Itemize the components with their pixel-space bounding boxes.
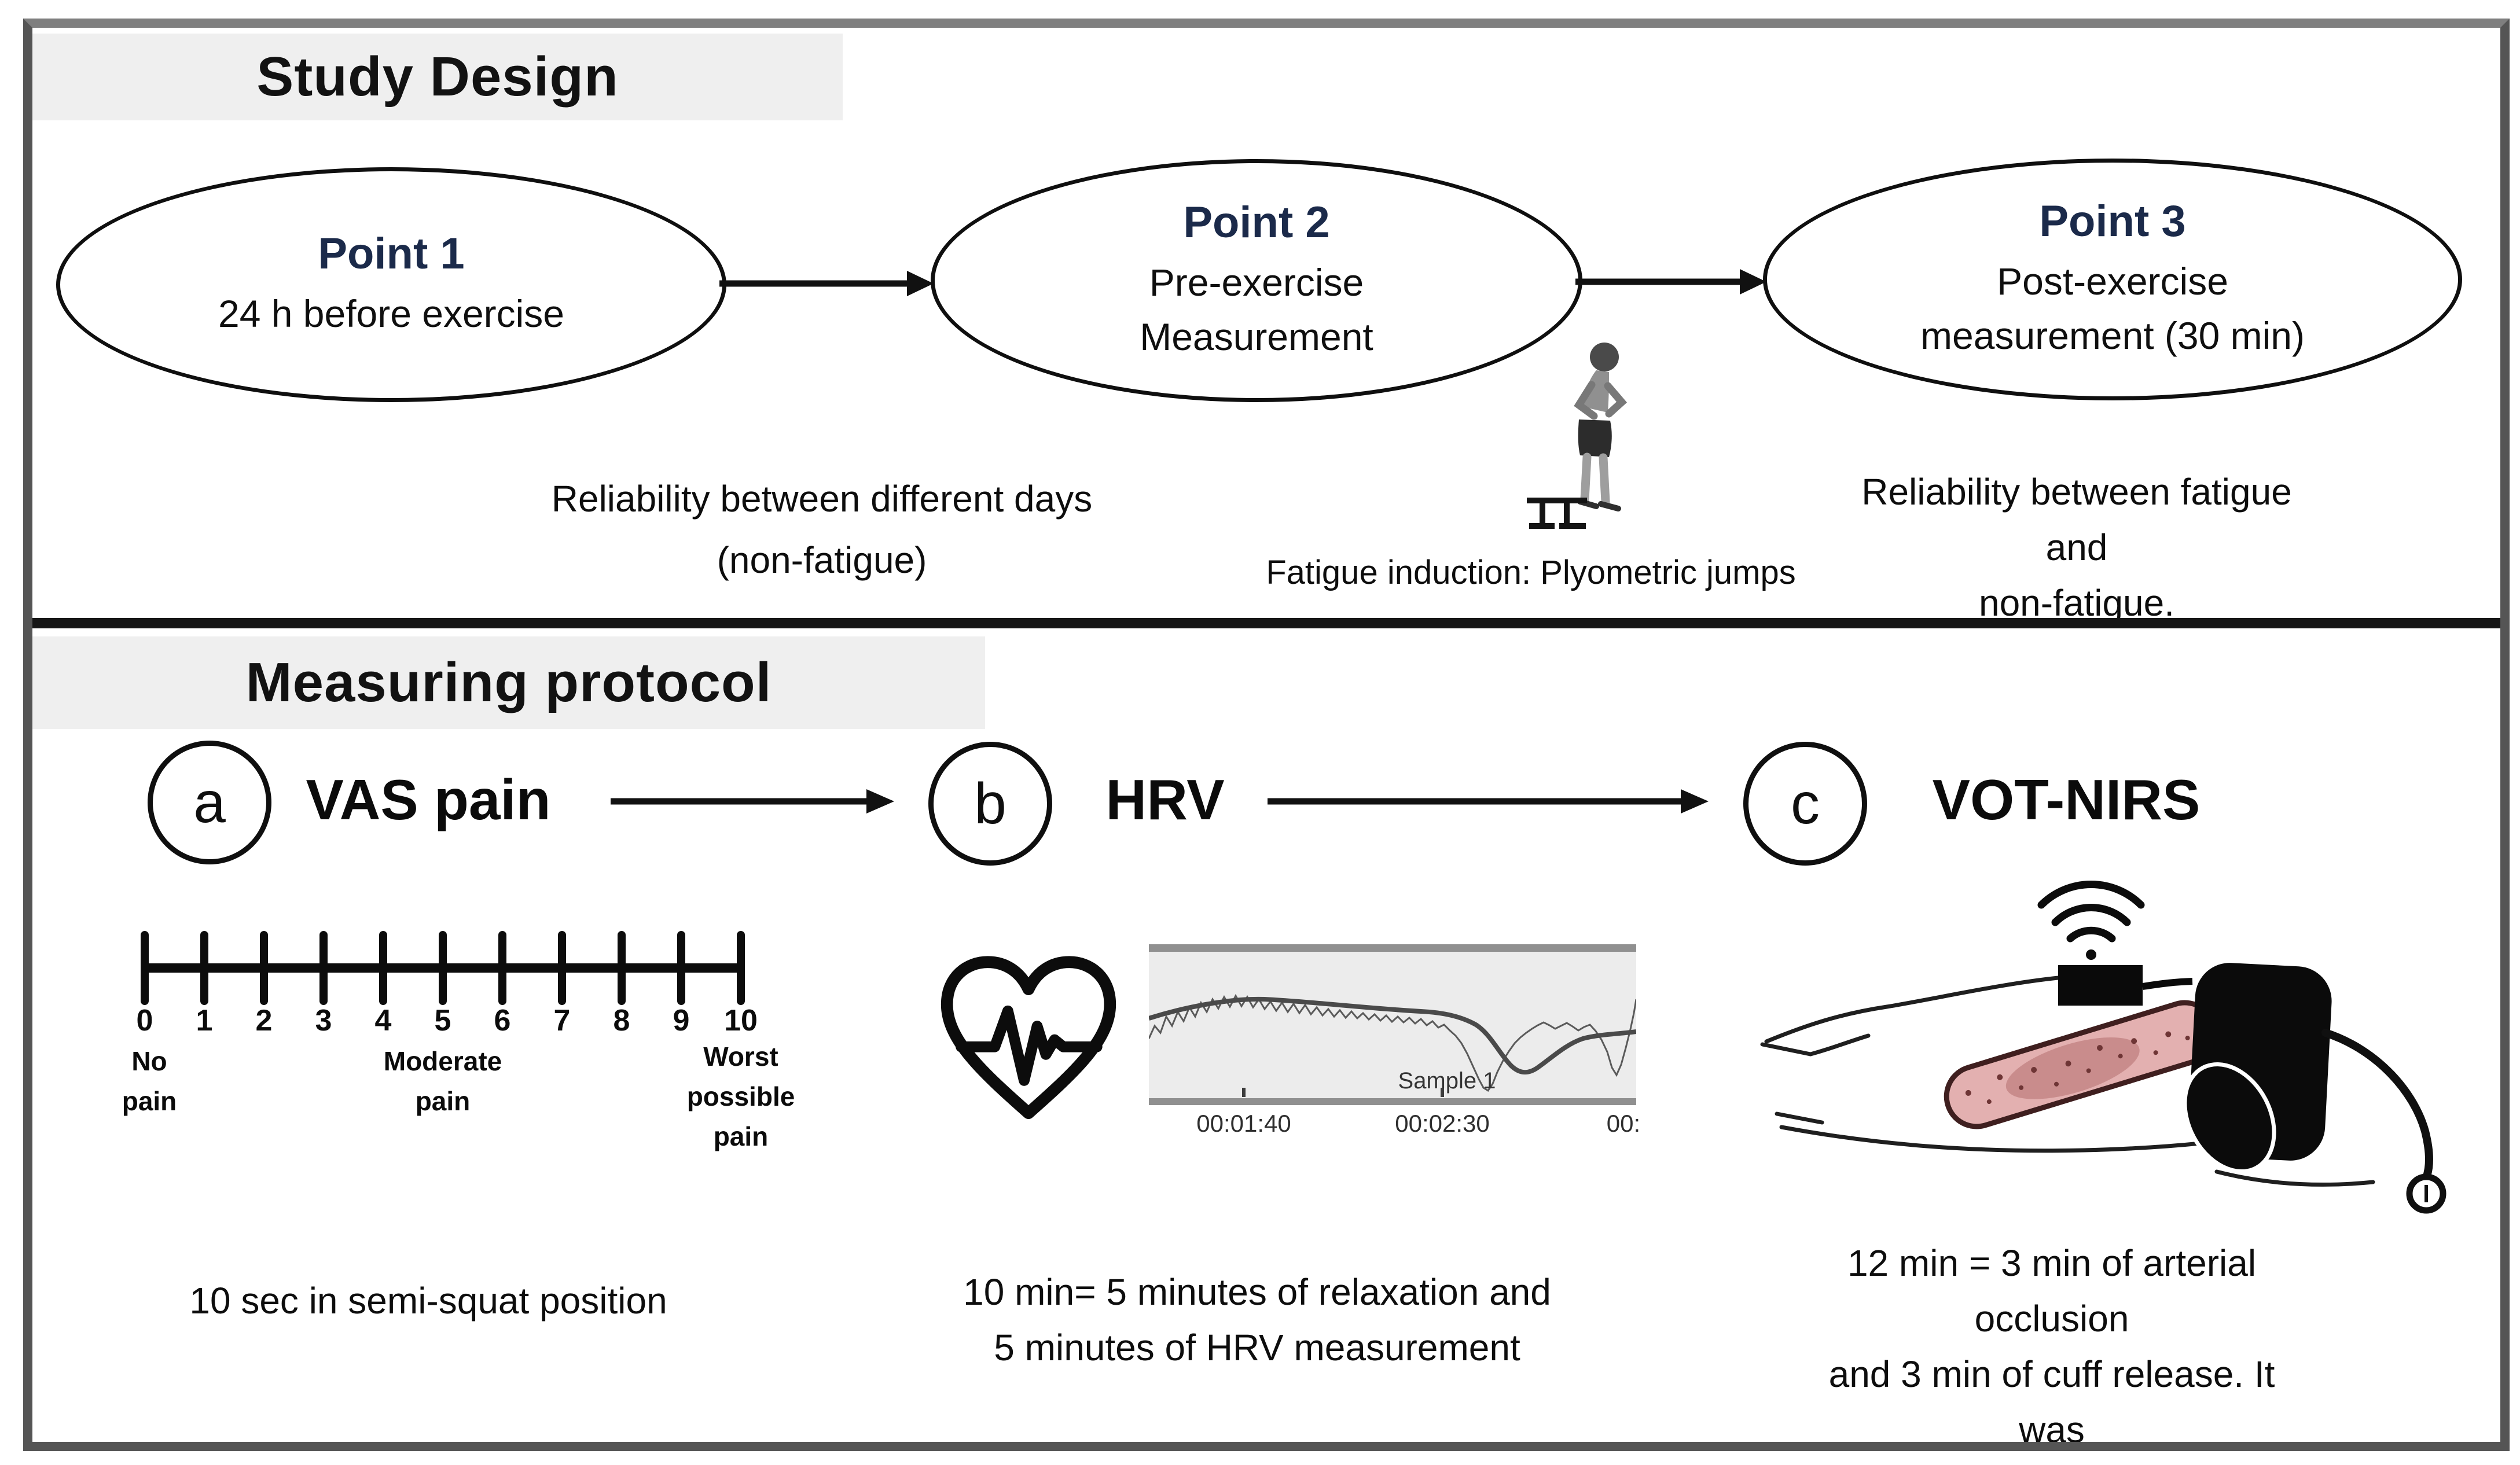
hrv-wave [1149,993,1636,1092]
reliability-days-line2: (non-fatigue) [717,539,927,581]
step-b-label: HRV [1105,768,1225,831]
reliability-days-note: Reliability between different days (non-… [552,469,1092,591]
step-b-circle: b [928,742,1052,866]
point3-ellipse: Point 3 Post-exercise measurement (30 mi… [1763,159,2462,400]
step-b-letter: b [974,771,1006,836]
vas-tick-2: 2 [255,1004,273,1037]
point2-title: Point 2 [1183,197,1330,247]
hrv-chart-top-bar [1149,944,1636,952]
arrow-a-b-icon [611,789,894,814]
vas-anchor-no-pain: No pain [122,1046,177,1116]
vas-tick-10: 10 [724,1004,758,1037]
step-a-letter: a [193,770,226,835]
arrow-b-c-icon [1268,789,1709,814]
hrv-caption: 10 min= 5 minutes of relaxation and 5 mi… [963,1271,1551,1368]
hrv-chart-tick [1242,1088,1246,1097]
vas-anchor-moderate-pain: Moderate pain [383,1046,502,1116]
point1-line: 24 h before exercise [218,292,565,335]
point1-ellipse: Point 1 24 h before exercise [56,167,726,402]
arrow-point2-point3-icon [1575,269,1766,295]
hrv-chart-bottom-bar [1149,1098,1636,1105]
vas-tick-3: 3 [315,1004,332,1037]
vas-ruler [141,931,745,1005]
hrv-tachogram-chart [1149,952,1636,1098]
pump-bulb-icon [2183,1062,2276,1174]
hurdle-icon [1527,498,1587,529]
reliability-fatigue-note: Reliability between fatigue and non-fati… [1855,464,2298,631]
point3-line2: measurement (30 min) [1920,314,2305,357]
vas-tick-9: 9 [673,1004,690,1037]
section-divider [25,618,2507,628]
vas-tick-4: 4 [374,1004,392,1037]
study-design-header-band: Study Design [32,34,843,120]
point2-ellipse: Point 2 Pre-exercise Measurement [931,159,1582,402]
vot-nirs-illustration [1760,881,2446,1214]
hrv-time-label-3: 00: [1606,1110,1641,1137]
vas-tick-6: 6 [494,1004,511,1037]
hrv-trend-line [1149,996,1636,1075]
vas-anchor-worst-pain: Worst possible pain [686,1041,795,1151]
step-a-circle: a [148,741,271,864]
point2-line2: Measurement [1140,315,1373,358]
vas-caption: 10 sec in semi-squat position [189,1280,667,1322]
study-design-title: Study Design [256,46,619,108]
hrv-chart-tick [1441,1088,1444,1097]
blood-vessel [1944,1000,2218,1129]
point2-line1: Pre-exercise [1149,260,1364,304]
vas-tick-7: 7 [553,1004,571,1037]
nirs-device-box [2058,965,2193,1006]
wifi-icon [2037,881,2145,960]
vas-tick-5: 5 [434,1004,451,1037]
reliability-fatigue-line2: non-fatigue. [1978,582,2175,624]
hrv-time-label-2: 00:02:30 [1395,1110,1490,1137]
step-c-circle: c [1743,742,1867,866]
vas-tick-0: 0 [136,1004,153,1037]
pump-tube [2321,1029,2433,1182]
vas-tick-1: 1 [196,1004,213,1037]
point3-title: Point 3 [2039,196,2186,246]
reliability-fatigue-line1: Reliability between fatigue and [1861,471,2292,568]
measuring-protocol-header-band: Measuring protocol [32,636,985,729]
fatigue-induction-caption: Fatigue induction: Plyometric jumps [1266,554,1796,591]
step-c-letter: c [1791,771,1820,836]
jumping-person-icon [1527,343,1628,529]
heart-ecg-icon [941,956,1116,1120]
hrv-time-label-1: 00:01:40 [1196,1110,1291,1137]
vas-tick-8: 8 [613,1004,630,1037]
measuring-protocol-title: Measuring protocol [245,651,772,713]
reliability-days-line1: Reliability between different days [551,478,1093,520]
step-a-label: VAS pain [306,768,551,831]
vot-nirs-caption: 12 min = 3 min of arterial occlusion and… [1819,1242,2284,1465]
step-c-label: VOT-NIRS [1932,768,2201,831]
pump-gauge-icon [2406,1173,2446,1214]
hrv-sample-label: Sample 1 [1398,1068,1496,1094]
point1-title: Point 1 [318,229,465,278]
point3-line1: Post-exercise [1997,259,2228,303]
arrow-point1-point2-icon [719,271,934,296]
leg-sketch [1760,976,2375,1187]
